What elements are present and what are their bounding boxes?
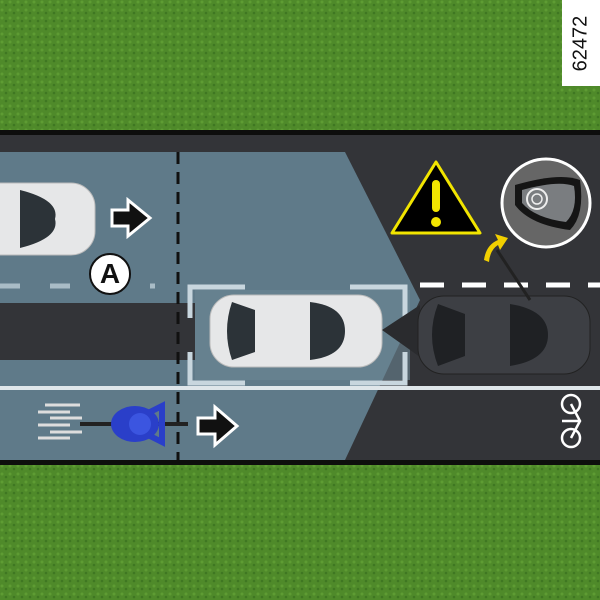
- grass-bottom: [0, 465, 600, 600]
- driver-car: [417, 295, 591, 375]
- car-a: [0, 182, 96, 256]
- direction-arrow-icon: [196, 403, 240, 449]
- bicycle-lane-icon: [560, 393, 582, 449]
- figure-number: 62472: [562, 0, 600, 86]
- cyclist: [38, 401, 188, 447]
- pointer-arrow-icon: [484, 234, 508, 262]
- direction-arrow-icon: [110, 196, 153, 240]
- detection-box: [187, 284, 408, 386]
- figure-number-text: 62472: [569, 15, 592, 71]
- grass-top: [0, 0, 600, 130]
- center-lane: [0, 303, 195, 360]
- warning-triangle-icon: [390, 160, 482, 235]
- detected-car: [209, 294, 383, 368]
- side-mirror-warning-icon: [500, 157, 592, 249]
- callout-label-a: A: [89, 253, 131, 295]
